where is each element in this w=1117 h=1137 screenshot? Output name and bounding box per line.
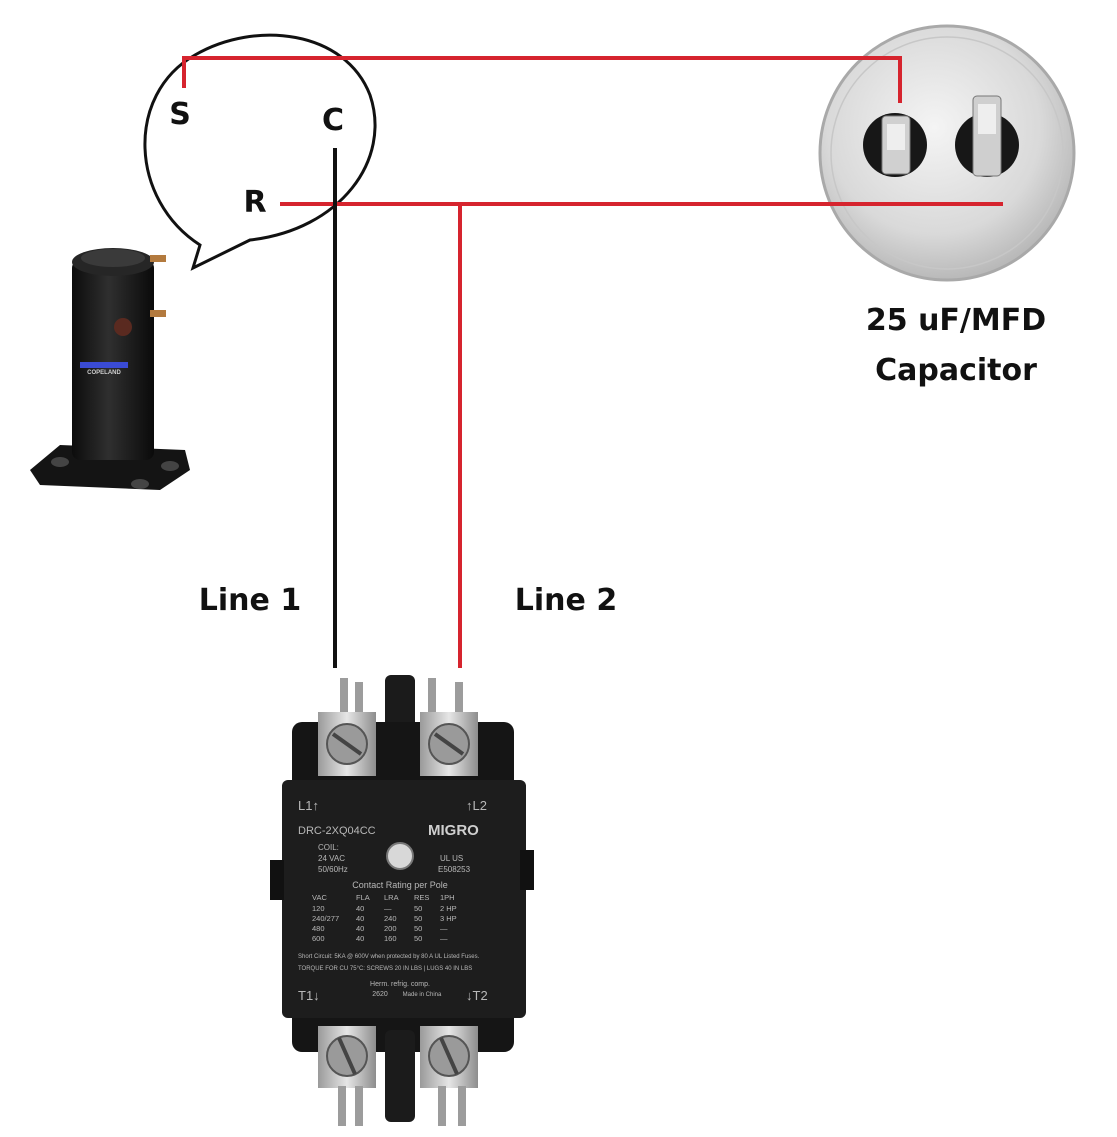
contactor-short-circuit: Short Circuit: 5KA @ 600V when protected… [298, 954, 480, 960]
rating-table-cell: 50 [414, 924, 422, 933]
contactor-t2-label: ↓T2 [466, 988, 488, 1003]
rating-table-cell: 50 [414, 904, 422, 913]
contactor-herm: Herm. refrig. comp. [370, 981, 430, 988]
rating-table-cell: 160 [384, 934, 397, 943]
line2-label: Line 2 [515, 583, 617, 618]
terminal-s-label: S [169, 97, 191, 132]
rating-table-cell: 50 [414, 914, 422, 923]
rating-table-cell: — [384, 904, 392, 913]
rating-table-cell: 200 [384, 924, 397, 933]
rating-header-cell: 1PH [440, 893, 455, 902]
contactor-cert-id: E508253 [438, 865, 471, 874]
rating-header-cell: RES [414, 893, 429, 902]
contactor-coil-voltage: 24 VAC [318, 854, 345, 863]
rating-table-cell: 40 [356, 914, 364, 923]
contactor-coil-label: COIL: [318, 843, 339, 852]
contactor-year: 2620 [372, 991, 388, 998]
contactor-l2-label: ↑L2 [466, 798, 487, 813]
contactor-t1-label: T1↓ [298, 988, 320, 1003]
terminal-c-label: C [322, 103, 344, 138]
contactor-l1-label: L1↑ [298, 798, 319, 813]
capacitor-image [818, 24, 1076, 282]
rating-header-cell: LRA [384, 893, 399, 902]
contactor-made-in: Made in China [403, 992, 442, 998]
rating-table-cell: — [440, 934, 448, 943]
compressor-image: COPELAND [30, 248, 190, 490]
terminal-r-label: R [243, 185, 266, 220]
rating-table-cell: 2 HP [440, 904, 457, 913]
rating-table-cell: 240/277 [312, 914, 339, 923]
contactor-ul-mark: UL US [440, 854, 463, 863]
compressor-brand-label: COPELAND [87, 370, 121, 376]
rating-table-cell: 40 [356, 934, 364, 943]
rating-table-cell: 40 [356, 904, 364, 913]
contactor-rating-table: VAC FLA LRA RES 1PH 120 40 — 50 2 HP 240/277 40 240 5… [312, 893, 457, 943]
contactor-torque: TORQUE FOR CU 75°C: SCREWS 20 IN LBS | L… [298, 966, 472, 972]
contactor-image: L1↑ ↑L2 DRC-2XQ04CC MIGRO COIL: 24 VAC 5… [270, 675, 534, 1126]
rating-table-cell: 600 [312, 934, 325, 943]
capacitor-name-label: Capacitor [875, 353, 1037, 388]
contactor-model: DRC-2XQ04CC [298, 825, 376, 837]
contactor-coil-freq: 50/60Hz [318, 865, 348, 874]
rating-table-cell: 120 [312, 904, 325, 913]
rating-table-cell: 3 HP [440, 914, 457, 923]
rating-header-cell: FLA [356, 893, 370, 902]
rating-table-cell: 40 [356, 924, 364, 933]
wire-start-to-capacitor [182, 56, 902, 103]
rating-table-cell: 240 [384, 914, 397, 923]
contactor-rating-title: Contact Rating per Pole [352, 880, 448, 890]
rating-table-cell: 480 [312, 924, 325, 933]
capacitor-rating-label: 25 uF/MFD [866, 303, 1046, 338]
line1-label: Line 1 [199, 583, 301, 618]
rating-table-cell: 50 [414, 934, 422, 943]
terminal-callout-bubble [143, 33, 377, 271]
contactor-brand: MIGRO [428, 822, 479, 839]
rating-header-cell: VAC [312, 893, 327, 902]
rating-table-cell: — [440, 924, 448, 933]
